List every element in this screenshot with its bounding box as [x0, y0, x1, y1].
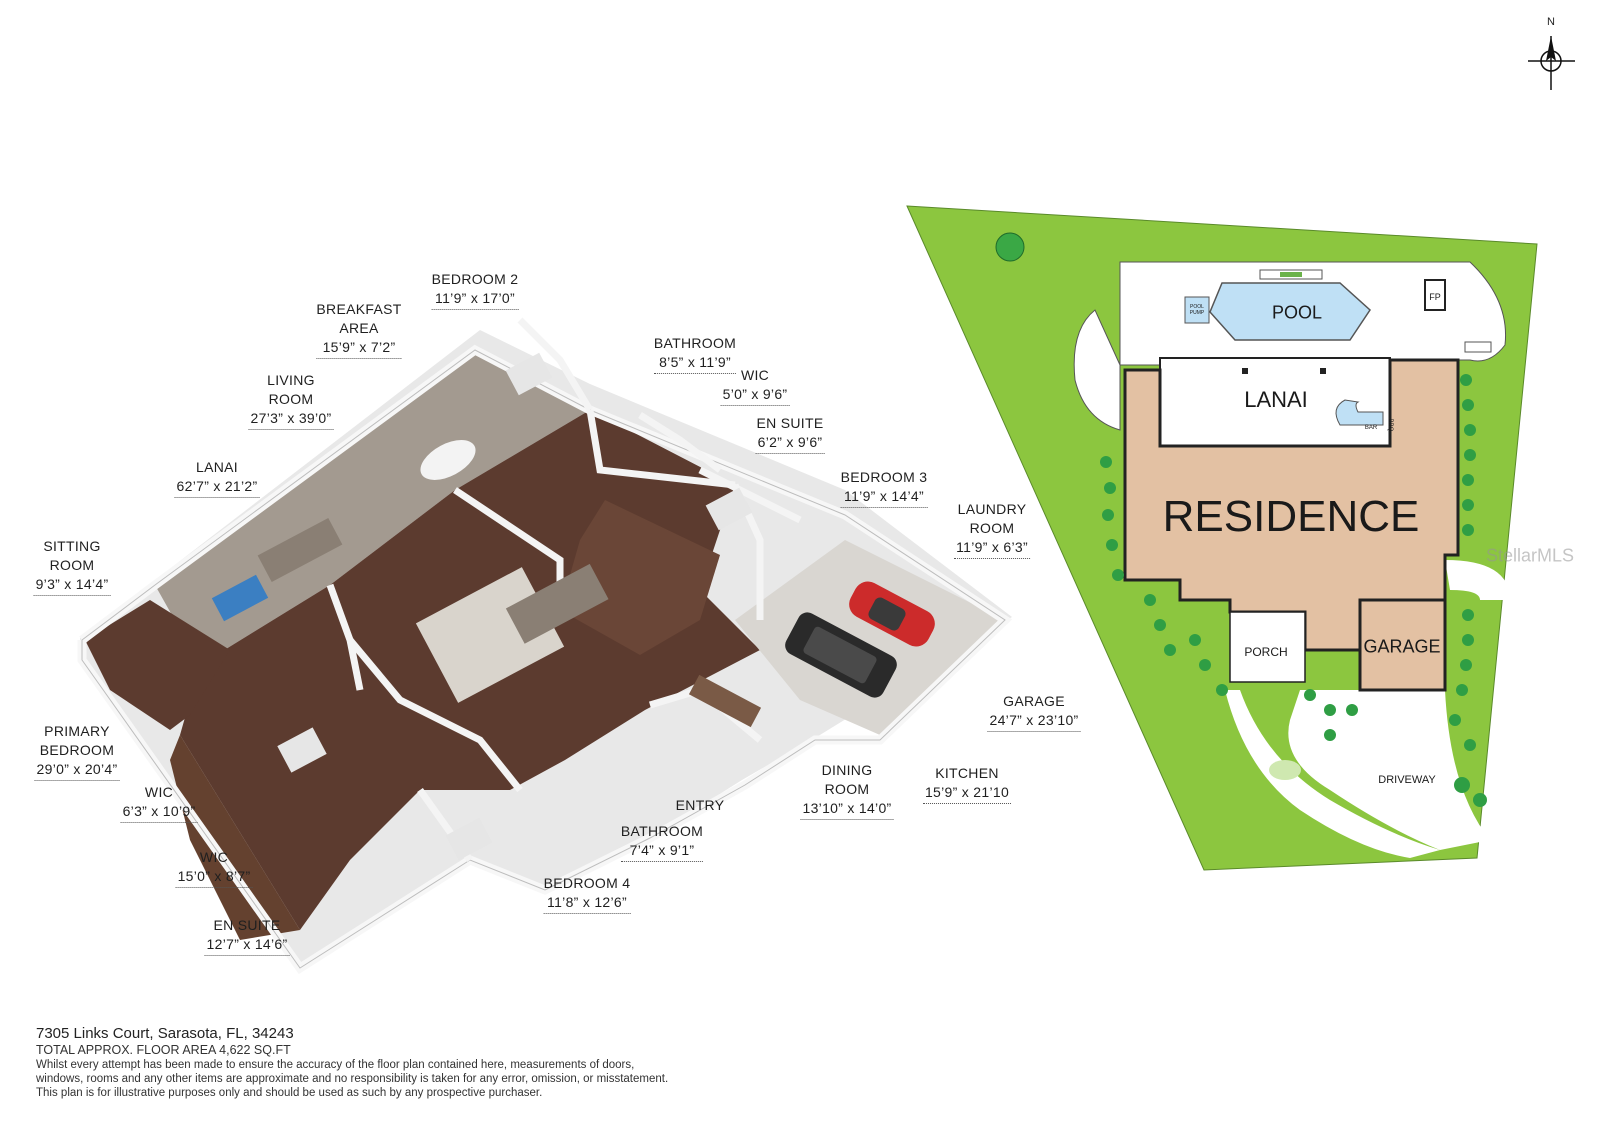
black-suv: [785, 612, 897, 698]
site-label-pool: POOL: [1271, 302, 1323, 323]
site-label-residence: RESIDENCE: [1162, 492, 1420, 541]
total-floor-area: TOTAL APPROX. FLOOR AREA 4,622 SQ.FT: [36, 1043, 291, 1057]
site-label-bbq: BBQ: [1387, 418, 1393, 432]
site-label-fp: FP: [1429, 292, 1441, 302]
ping-pong-table: [211, 574, 269, 622]
dining-table: [688, 674, 762, 728]
bed-3: [705, 487, 753, 531]
site-label-driveway: DRIVEWAY: [1378, 774, 1436, 786]
site-label-garage: GARAGE: [1363, 636, 1441, 657]
north-arrow-icon: [1528, 36, 1575, 90]
primary-bed: [277, 727, 327, 773]
pool-shape: [1209, 282, 1371, 341]
site-label-bar: BAR: [1364, 425, 1378, 431]
driveway-surface: [1288, 690, 1490, 850]
kitchen-floor: [560, 500, 720, 655]
property-address: 7305 Links Court, Sarasota, FL, 34243: [36, 1025, 294, 1042]
sectional-sofa: [505, 563, 609, 644]
bed-2: [505, 352, 553, 396]
pool-pump-box: [1184, 296, 1210, 324]
hedge-drive: [1304, 689, 1358, 741]
red-car: [849, 581, 935, 647]
site-label-lanai: LANAI: [1244, 387, 1308, 412]
fireplace-box: [1424, 279, 1446, 311]
site-garage: [1358, 598, 1447, 692]
garden-bed: [1269, 760, 1301, 780]
watermark: StellarMLS: [1485, 545, 1575, 566]
garage-floor: [735, 540, 1005, 735]
lanai-deck: [155, 350, 590, 665]
label-entry: ENTRY: [675, 797, 725, 813]
plan-footer: 7305 Links Court, Sarasota, FL, 34243 TO…: [36, 1024, 668, 1100]
primary-wing-floor: [85, 600, 230, 730]
hedge-west: [1100, 456, 1228, 696]
hedge-east: [1449, 374, 1487, 807]
compass-north-label: N: [1547, 16, 1555, 28]
disclaimer-line: This plan is for illustrative purposes o…: [36, 1087, 543, 1099]
breakfast-table: [420, 440, 476, 480]
disclaimer-line: Whilst every attempt has been made to en…: [36, 1059, 635, 1071]
bed-4: [445, 817, 493, 861]
site-label-pool-pump: POOL PUMP: [1189, 304, 1205, 316]
site-porch: [1229, 611, 1306, 683]
disclaimer-line: windows, rooms and any other items are a…: [36, 1073, 669, 1085]
tree: [995, 232, 1025, 262]
site-label-porch: PORCH: [1244, 645, 1288, 659]
